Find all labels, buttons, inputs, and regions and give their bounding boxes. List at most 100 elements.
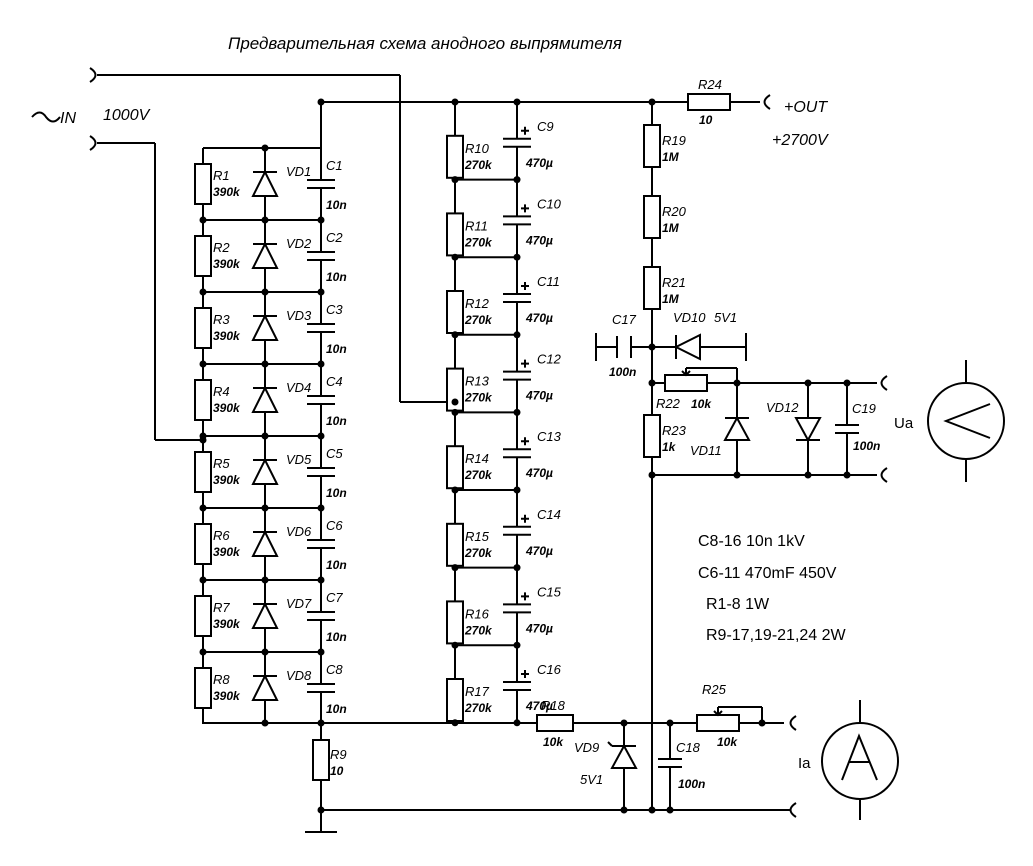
resistor-r6 bbox=[194, 523, 212, 565]
r18-value: 10k bbox=[543, 735, 564, 749]
resistor-value: 270k bbox=[464, 623, 493, 637]
junction-dot bbox=[317, 432, 325, 440]
resistor-value: 270k bbox=[464, 701, 493, 715]
capacitor-value: 10n bbox=[326, 702, 347, 716]
note-line-2: C6-11 470mF 450V bbox=[698, 565, 837, 582]
plus-sign-icon bbox=[521, 126, 529, 135]
note-line-4: R9-17,19-21,24 2W bbox=[706, 627, 847, 644]
junction-dot bbox=[513, 408, 521, 416]
capacitor-name: C7 bbox=[326, 590, 343, 605]
r20-value: 1M bbox=[662, 221, 680, 235]
resistor-value: 390k bbox=[213, 689, 241, 703]
r20-name: R20 bbox=[662, 204, 687, 219]
input-label: IN bbox=[60, 110, 76, 127]
resistor-name: R14 bbox=[465, 451, 489, 466]
capacitor-value: 10n bbox=[326, 270, 347, 284]
plus-sign-icon bbox=[521, 670, 529, 678]
junction-dot bbox=[199, 288, 207, 296]
junction-dot bbox=[199, 504, 207, 512]
filter-chain: R10270kC9470µR11270kC10470µR12270kC11470… bbox=[446, 102, 562, 723]
capacitor-value: 10n bbox=[326, 342, 347, 356]
diode-name: VD8 bbox=[286, 668, 312, 683]
diode-name: VD3 bbox=[286, 308, 312, 323]
ammeter-label: Ia bbox=[798, 755, 811, 772]
plus-sign-icon bbox=[521, 437, 529, 446]
junction-dot bbox=[261, 719, 269, 727]
r23-value: 1k bbox=[662, 440, 677, 454]
junction-dot bbox=[317, 288, 325, 296]
vd10-value: 5V1 bbox=[714, 310, 737, 325]
junction-dot bbox=[317, 504, 325, 512]
junction-dot bbox=[733, 379, 741, 387]
capacitor-c17 bbox=[616, 336, 632, 358]
junction-dot bbox=[261, 216, 269, 224]
junction-dot bbox=[804, 379, 812, 387]
capacitor-name: C5 bbox=[326, 446, 343, 461]
resistor-name: R12 bbox=[465, 296, 490, 311]
junction-dot bbox=[451, 398, 459, 406]
r24-value: 10 bbox=[699, 113, 713, 127]
resistor-name: R13 bbox=[465, 374, 490, 389]
zener-vd10 bbox=[673, 333, 701, 361]
diode-vd4 bbox=[251, 385, 279, 413]
r22-name: R22 bbox=[656, 396, 681, 411]
junction-dot bbox=[261, 432, 269, 440]
resistor-name: R2 bbox=[213, 240, 230, 255]
capacitor-name: C12 bbox=[537, 352, 562, 367]
resistor-r1 bbox=[194, 163, 212, 205]
junction-dot bbox=[261, 288, 269, 296]
resistor-r24 bbox=[687, 93, 731, 111]
resistor-name: R15 bbox=[465, 529, 490, 544]
junction-dot bbox=[451, 253, 459, 261]
resistor-value: 390k bbox=[213, 545, 241, 559]
plus-sign-icon bbox=[521, 282, 529, 290]
r25-wiper-icon bbox=[713, 707, 723, 717]
resistor-name: R17 bbox=[465, 684, 490, 699]
diode-name: VD1 bbox=[286, 164, 311, 179]
c18-name: C18 bbox=[676, 740, 701, 755]
capacitor-name: C13 bbox=[537, 429, 562, 444]
junction-dot bbox=[513, 176, 521, 184]
capacitor-value: 470µ bbox=[525, 466, 553, 480]
junction-dot bbox=[513, 486, 521, 494]
capacitor-c19 bbox=[835, 424, 859, 434]
diode-name: VD5 bbox=[286, 452, 312, 467]
junction-dot bbox=[513, 331, 521, 339]
resistor-r10 bbox=[446, 134, 464, 179]
r9-value: 10 bbox=[330, 764, 344, 778]
junction-dot bbox=[513, 719, 521, 727]
junction-dot bbox=[261, 504, 269, 512]
resistor-r17 bbox=[446, 678, 464, 722]
resistor-name: R7 bbox=[213, 600, 230, 615]
capacitor-name: C1 bbox=[326, 158, 343, 173]
diode-vd2 bbox=[251, 241, 279, 269]
resistor-value: 270k bbox=[464, 313, 493, 327]
junction-dot bbox=[317, 98, 325, 106]
resistor-value: 390k bbox=[213, 257, 241, 271]
plus-sign-icon bbox=[521, 359, 529, 368]
junction-dot bbox=[317, 648, 325, 656]
r22-wiper-icon bbox=[681, 368, 691, 377]
capacitor-name: C4 bbox=[326, 374, 343, 389]
r25-value: 10k bbox=[717, 735, 738, 749]
note-line-1: C8-16 10n 1kV bbox=[698, 533, 805, 550]
resistor-name: R5 bbox=[213, 456, 230, 471]
output-voltage: +2700V bbox=[772, 132, 829, 149]
r19-value: 1M bbox=[662, 150, 680, 164]
junction-dot bbox=[451, 641, 459, 649]
capacitor-c18 bbox=[658, 758, 682, 768]
ammeter-ia bbox=[821, 700, 899, 820]
resistor-r15 bbox=[446, 522, 464, 567]
resistor-value: 390k bbox=[213, 401, 241, 415]
resistor-r11 bbox=[446, 212, 464, 257]
resistor-r7 bbox=[194, 595, 212, 637]
resistor-value: 390k bbox=[213, 617, 241, 631]
capacitor-value: 10n bbox=[326, 486, 347, 500]
